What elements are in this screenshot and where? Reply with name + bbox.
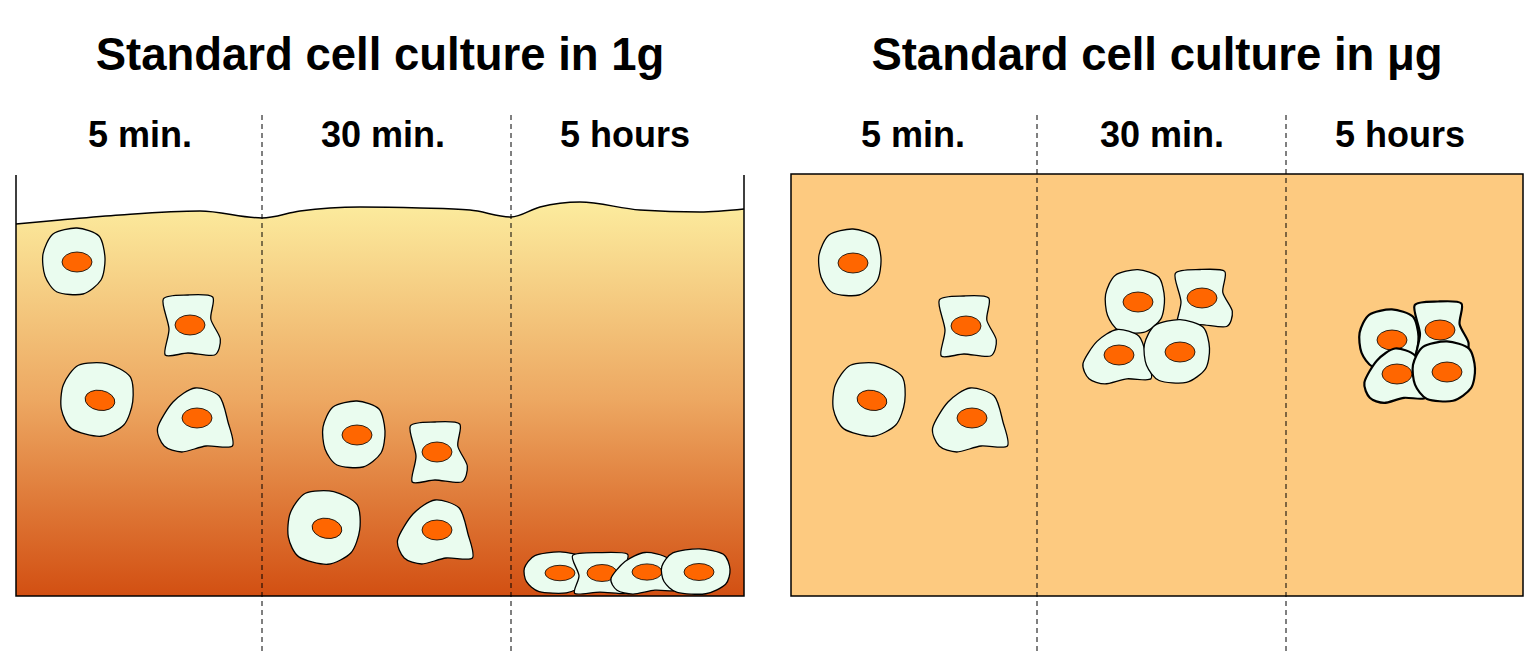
time-label: 5 hours <box>1335 114 1465 156</box>
cell <box>43 228 105 295</box>
cell <box>932 388 1008 452</box>
cell-nucleus <box>422 442 452 462</box>
cell-membrane <box>410 422 468 483</box>
cell <box>1413 341 1475 401</box>
cell-nucleus <box>951 316 981 336</box>
cell-nucleus <box>838 253 868 273</box>
cell-nucleus <box>83 388 116 413</box>
cell-nucleus <box>684 564 714 581</box>
cell-membrane <box>939 296 997 357</box>
cell-membrane <box>1175 269 1233 327</box>
cell-nucleus <box>175 315 205 335</box>
culture-panel: Standard cell culture in 1g <box>16 28 744 596</box>
cell <box>323 401 385 468</box>
time-label: 5 hours <box>560 114 690 156</box>
cell <box>661 549 730 594</box>
cell-membrane <box>819 229 881 296</box>
time-divider <box>1037 115 1038 653</box>
cell-nucleus <box>62 252 92 272</box>
cell-membrane <box>1144 320 1210 383</box>
cell <box>1144 320 1210 383</box>
cell-membrane <box>43 228 105 295</box>
culture-vessel <box>791 174 1523 596</box>
cell <box>1175 269 1233 327</box>
cell <box>1105 270 1164 333</box>
cell-nucleus <box>1187 288 1217 308</box>
cell-nucleus <box>1425 320 1455 340</box>
cell <box>282 485 365 570</box>
panel-heading: Standard cell culture in μg <box>791 28 1523 81</box>
time-label: 5 min. <box>88 114 192 156</box>
cell-membrane <box>282 485 365 570</box>
cell-membrane <box>1083 329 1152 383</box>
cell-membrane <box>157 388 233 452</box>
cell-membrane <box>55 357 138 442</box>
cell <box>819 229 881 296</box>
time-divider <box>511 115 512 653</box>
cell-nucleus <box>1377 330 1407 350</box>
cell-nucleus <box>855 388 888 413</box>
time-label: 5 min. <box>861 114 965 156</box>
cell-nucleus <box>1104 345 1134 365</box>
cell-nucleus <box>342 425 372 445</box>
culture-medium <box>16 202 744 596</box>
cell-nucleus <box>1123 292 1153 312</box>
cell <box>1083 329 1152 383</box>
cell-membrane <box>932 388 1008 452</box>
cell-membrane <box>1105 270 1164 333</box>
cell <box>157 388 233 452</box>
cell <box>827 357 910 442</box>
panel-heading: Standard cell culture in 1g <box>16 28 744 81</box>
cell <box>939 296 997 357</box>
cell-membrane <box>827 357 910 442</box>
cell-membrane <box>397 500 473 564</box>
cell-nucleus <box>632 564 662 580</box>
cell-nucleus <box>310 516 343 541</box>
time-divider <box>1286 115 1287 653</box>
time-label: 30 min. <box>321 114 445 156</box>
cell <box>163 295 221 356</box>
cell-nucleus <box>1432 362 1462 382</box>
cell <box>55 357 138 442</box>
cell-membrane <box>1413 341 1475 401</box>
time-divider <box>262 115 263 653</box>
cell-nucleus <box>957 408 987 428</box>
time-label: 30 min. <box>1100 114 1224 156</box>
cell-nucleus <box>1165 342 1195 362</box>
cell <box>397 500 473 564</box>
culture-panel: Standard cell culture in μg <box>791 28 1523 596</box>
cell-nucleus <box>182 408 212 428</box>
cell-membrane <box>661 549 730 594</box>
medium-surface <box>16 202 744 224</box>
cell-membrane <box>323 401 385 468</box>
cell-nucleus <box>1382 364 1412 384</box>
cell-nucleus <box>422 520 452 540</box>
cell-membrane <box>163 295 221 356</box>
cell <box>410 422 468 483</box>
culture-vessel <box>16 175 744 596</box>
cell-nucleus <box>545 565 575 581</box>
